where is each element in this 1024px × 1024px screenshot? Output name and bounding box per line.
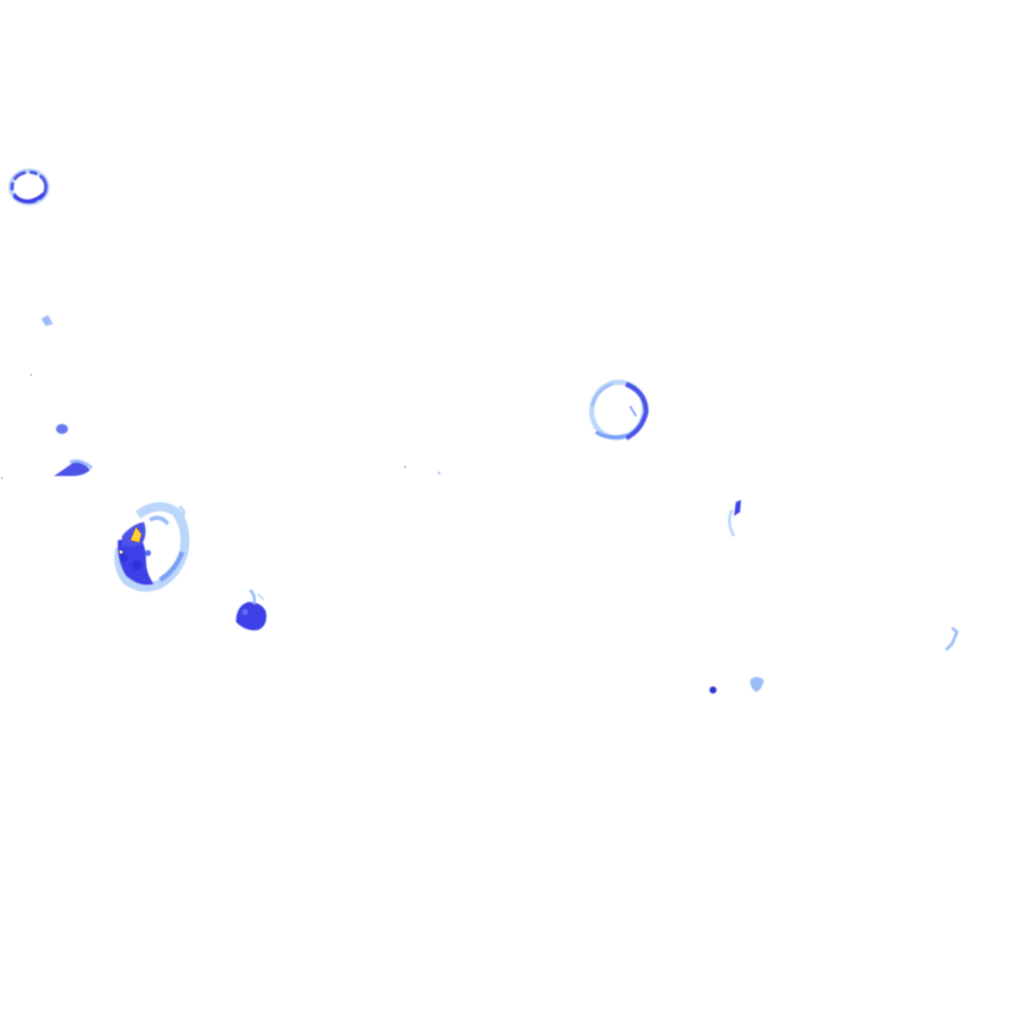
fragment-right-3 [709, 677, 764, 694]
fragment-right-1 [727, 500, 741, 537]
speck-left-2 [56, 424, 68, 434]
speck-left-1 [41, 315, 53, 326]
cell-ring-top-left [8, 168, 50, 206]
hotspot [130, 527, 142, 543]
fragment-right-2 [944, 626, 959, 652]
speck-left-3 [54, 459, 93, 476]
cell-ring-right [589, 379, 649, 441]
cell-cluster-dense [236, 588, 267, 631]
speck-left-4 [0, 373, 33, 480]
cell-ring-with-hotspot [114, 502, 190, 592]
speck-center [403, 465, 441, 475]
